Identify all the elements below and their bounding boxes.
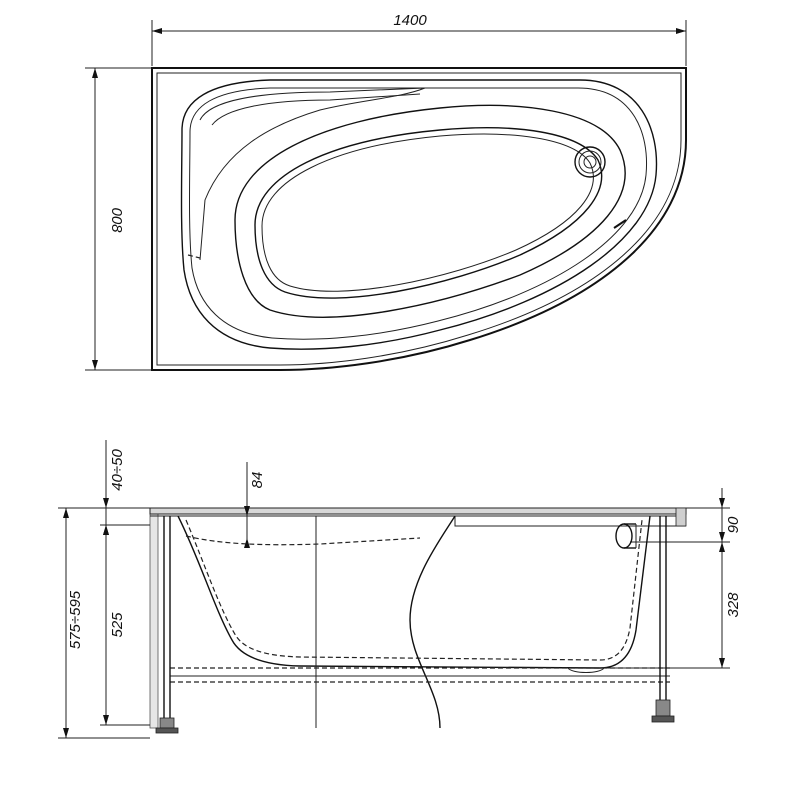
- tub-seat-area: [199, 87, 426, 261]
- bottom-drain-detail: [567, 667, 605, 673]
- overflow-pipe-icon: [615, 523, 637, 549]
- width-dimension: 1400: [151, 12, 687, 66]
- depth-dimension: 008: [85, 67, 152, 371]
- dim-328: 328: [560, 542, 742, 669]
- label-328: 328: [725, 592, 742, 618]
- dim-84: 84: [244, 462, 266, 548]
- label-40-50: 40÷50: [109, 449, 126, 491]
- label-525: 525: [109, 612, 126, 638]
- dim-90: 90: [630, 488, 742, 543]
- tub-body-side: [177, 515, 651, 669]
- right-leg: [651, 516, 675, 723]
- tub-basin-inner: [254, 127, 603, 299]
- left-leg: [155, 516, 179, 734]
- dim-575-595: 575÷595: [58, 507, 150, 739]
- label-575-595: 575÷595: [67, 590, 84, 649]
- label-84: 84: [249, 472, 266, 489]
- dim-40-50: 40÷50: [100, 440, 150, 535]
- drain-icon: [574, 146, 606, 178]
- label-90: 90: [725, 516, 742, 533]
- side-view: 40÷50 84 575÷595 525: [58, 440, 742, 739]
- tub-basin-outer: [234, 104, 626, 318]
- wall-panel: [149, 511, 159, 729]
- front-panel-curve: [409, 515, 456, 729]
- tub-outer-rim: [151, 67, 687, 371]
- tub-inner-rim: [180, 79, 658, 350]
- depth-label: 008: [108, 207, 125, 233]
- top-view: 1400 008: [85, 12, 687, 371]
- overflow-marker: [613, 219, 627, 229]
- dim-525: 525: [100, 525, 150, 726]
- width-label: 1400: [393, 12, 427, 29]
